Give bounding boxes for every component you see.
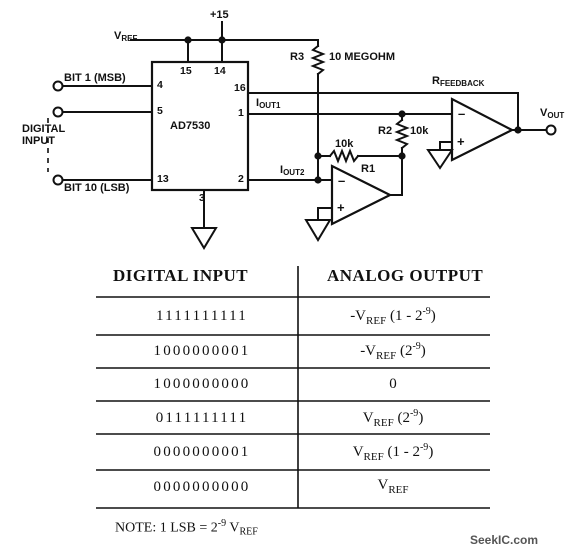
bit1-label: BIT 1 (MSB) [64, 72, 126, 84]
iout2-label: IOUT2 [280, 164, 305, 177]
watermark: SeekIC.com [470, 533, 539, 547]
ground-symbol-upper [426, 149, 454, 170]
digital-input-label: DIGITAL [22, 123, 66, 135]
pin-2: 2 [238, 173, 244, 185]
table-header-output: ANALOG OUTPUT [327, 266, 484, 285]
table-row-input: 1000000001 [153, 343, 251, 359]
junction-dot [398, 110, 406, 118]
vref-label: VREF [114, 30, 138, 43]
r2-label: R2 [378, 125, 393, 137]
table-row-input: 1111111111 [156, 308, 248, 324]
r3-resistor [310, 44, 326, 76]
ground-symbol-lower [304, 219, 332, 242]
junction-dot [218, 36, 226, 44]
ad7530-chip-body [150, 60, 250, 192]
r3-value: 10 MEGOHM [329, 51, 396, 63]
vout-label: VOUT [540, 107, 565, 120]
bit10-label: BIT 10 (LSB) [64, 182, 130, 194]
opamp-lower [330, 164, 393, 226]
table-row-input: 0111111111 [155, 410, 249, 426]
junction-dot [314, 176, 322, 184]
iout1-label: IOUT1 [256, 97, 281, 110]
pin-1: 1 [238, 107, 244, 119]
opamp-upper [450, 97, 515, 162]
ground-symbol-chip [190, 227, 218, 250]
junction-dot [398, 152, 406, 160]
junction-dot [514, 126, 522, 134]
supply-label: +15 [210, 9, 229, 21]
pin-13: 13 [157, 173, 169, 185]
table-header-input: DIGITAL INPUT [113, 266, 249, 285]
rfeedback-label: RFEEDBACK [432, 75, 485, 88]
r2-value: 10k [410, 125, 429, 137]
table-row-input: 1000000000 [153, 376, 251, 392]
junction-dot [314, 152, 322, 160]
opamp-upper-minus: – [458, 106, 466, 121]
pin-4: 4 [157, 79, 163, 91]
input-terminal-bit2 [52, 106, 64, 118]
r1-value: 10k [335, 138, 354, 150]
table-row-output: -VREF (1 - 2-9) [350, 306, 436, 327]
output-terminal-vout [545, 124, 557, 136]
r2-resistor [394, 118, 410, 150]
r1-label: R1 [361, 163, 376, 175]
chip-name: AD7530 [170, 120, 211, 132]
opamp-lower-plus: + [337, 200, 345, 215]
pin-15: 15 [180, 65, 192, 77]
table-row-input: 0000000001 [153, 444, 251, 460]
lsb-note: NOTE: 1 LSB = 2-9 VREF [115, 518, 258, 538]
table-row-output: VREF (2-9) [362, 408, 424, 429]
r1-resistor [328, 148, 360, 164]
input-terminal-bit10 [52, 174, 64, 186]
opamp-lower-minus: – [338, 173, 346, 188]
pin-5: 5 [157, 105, 163, 117]
pin-14: 14 [214, 65, 226, 77]
r3-label: R3 [290, 51, 305, 63]
table-row-output: 0 [389, 376, 397, 392]
table-row-output: VREF (1 - 2-9) [352, 442, 434, 463]
junction-dot [184, 36, 192, 44]
input-terminal-bit1 [52, 80, 64, 92]
table-row-input: 0000000000 [153, 479, 251, 495]
table-row-output: VREF [377, 477, 409, 496]
table-row-output: -VREF (2-9) [360, 341, 426, 362]
digital-input-label-2: INPUT [22, 135, 55, 147]
opamp-upper-plus: + [457, 134, 465, 149]
pin-3: 3 [199, 192, 205, 204]
pin-16: 16 [234, 82, 246, 94]
